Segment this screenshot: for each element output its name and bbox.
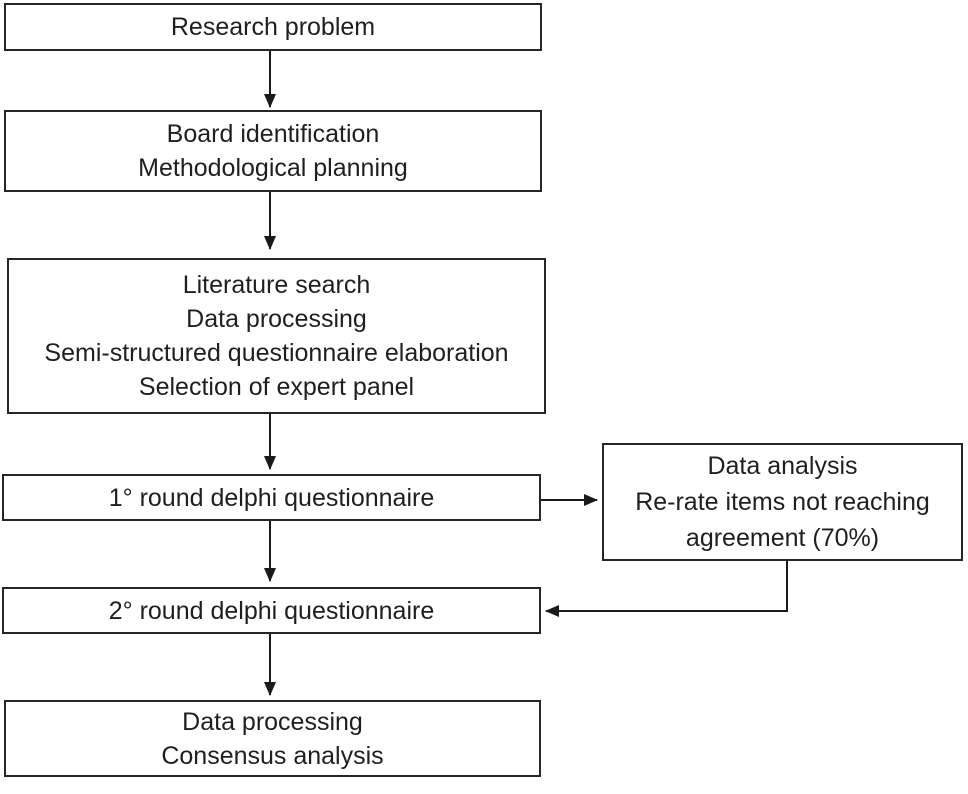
node-label: Selection of expert panel (138, 373, 415, 401)
node-consensus-analysis: Data processing Consensus analysis (4, 700, 541, 777)
node-label: Data processing (186, 305, 367, 333)
arrow-analysis-to-round2 (545, 561, 788, 617)
node-label: Literature search (182, 271, 371, 299)
node-label: agreement (70%) (685, 524, 880, 552)
node-board-planning: Board identification Methodological plan… (4, 110, 542, 192)
node-label: Data analysis (707, 452, 858, 480)
node-research-problem: Research problem (4, 3, 542, 51)
node-label: Board identification (166, 120, 380, 148)
node-label: Methodological planning (138, 154, 408, 182)
node-label: Semi-structured questionnaire elaboratio… (44, 339, 509, 367)
node-label: 1° round delphi questionnaire (108, 483, 435, 512)
node-label: Consensus analysis (161, 741, 384, 770)
node-round1-delphi: 1° round delphi questionnaire (2, 474, 541, 521)
node-data-analysis: Data analysis Re-rate items not reaching… (602, 443, 963, 561)
node-label: 2° round delphi questionnaire (108, 596, 435, 625)
node-round2-delphi: 2° round delphi questionnaire (2, 587, 541, 634)
node-label: Research problem (170, 13, 376, 41)
node-label: Data processing (182, 707, 363, 736)
node-preparation: Literature search Data processing Semi-s… (7, 258, 546, 414)
node-label: Re-rate items not reaching (635, 488, 930, 516)
